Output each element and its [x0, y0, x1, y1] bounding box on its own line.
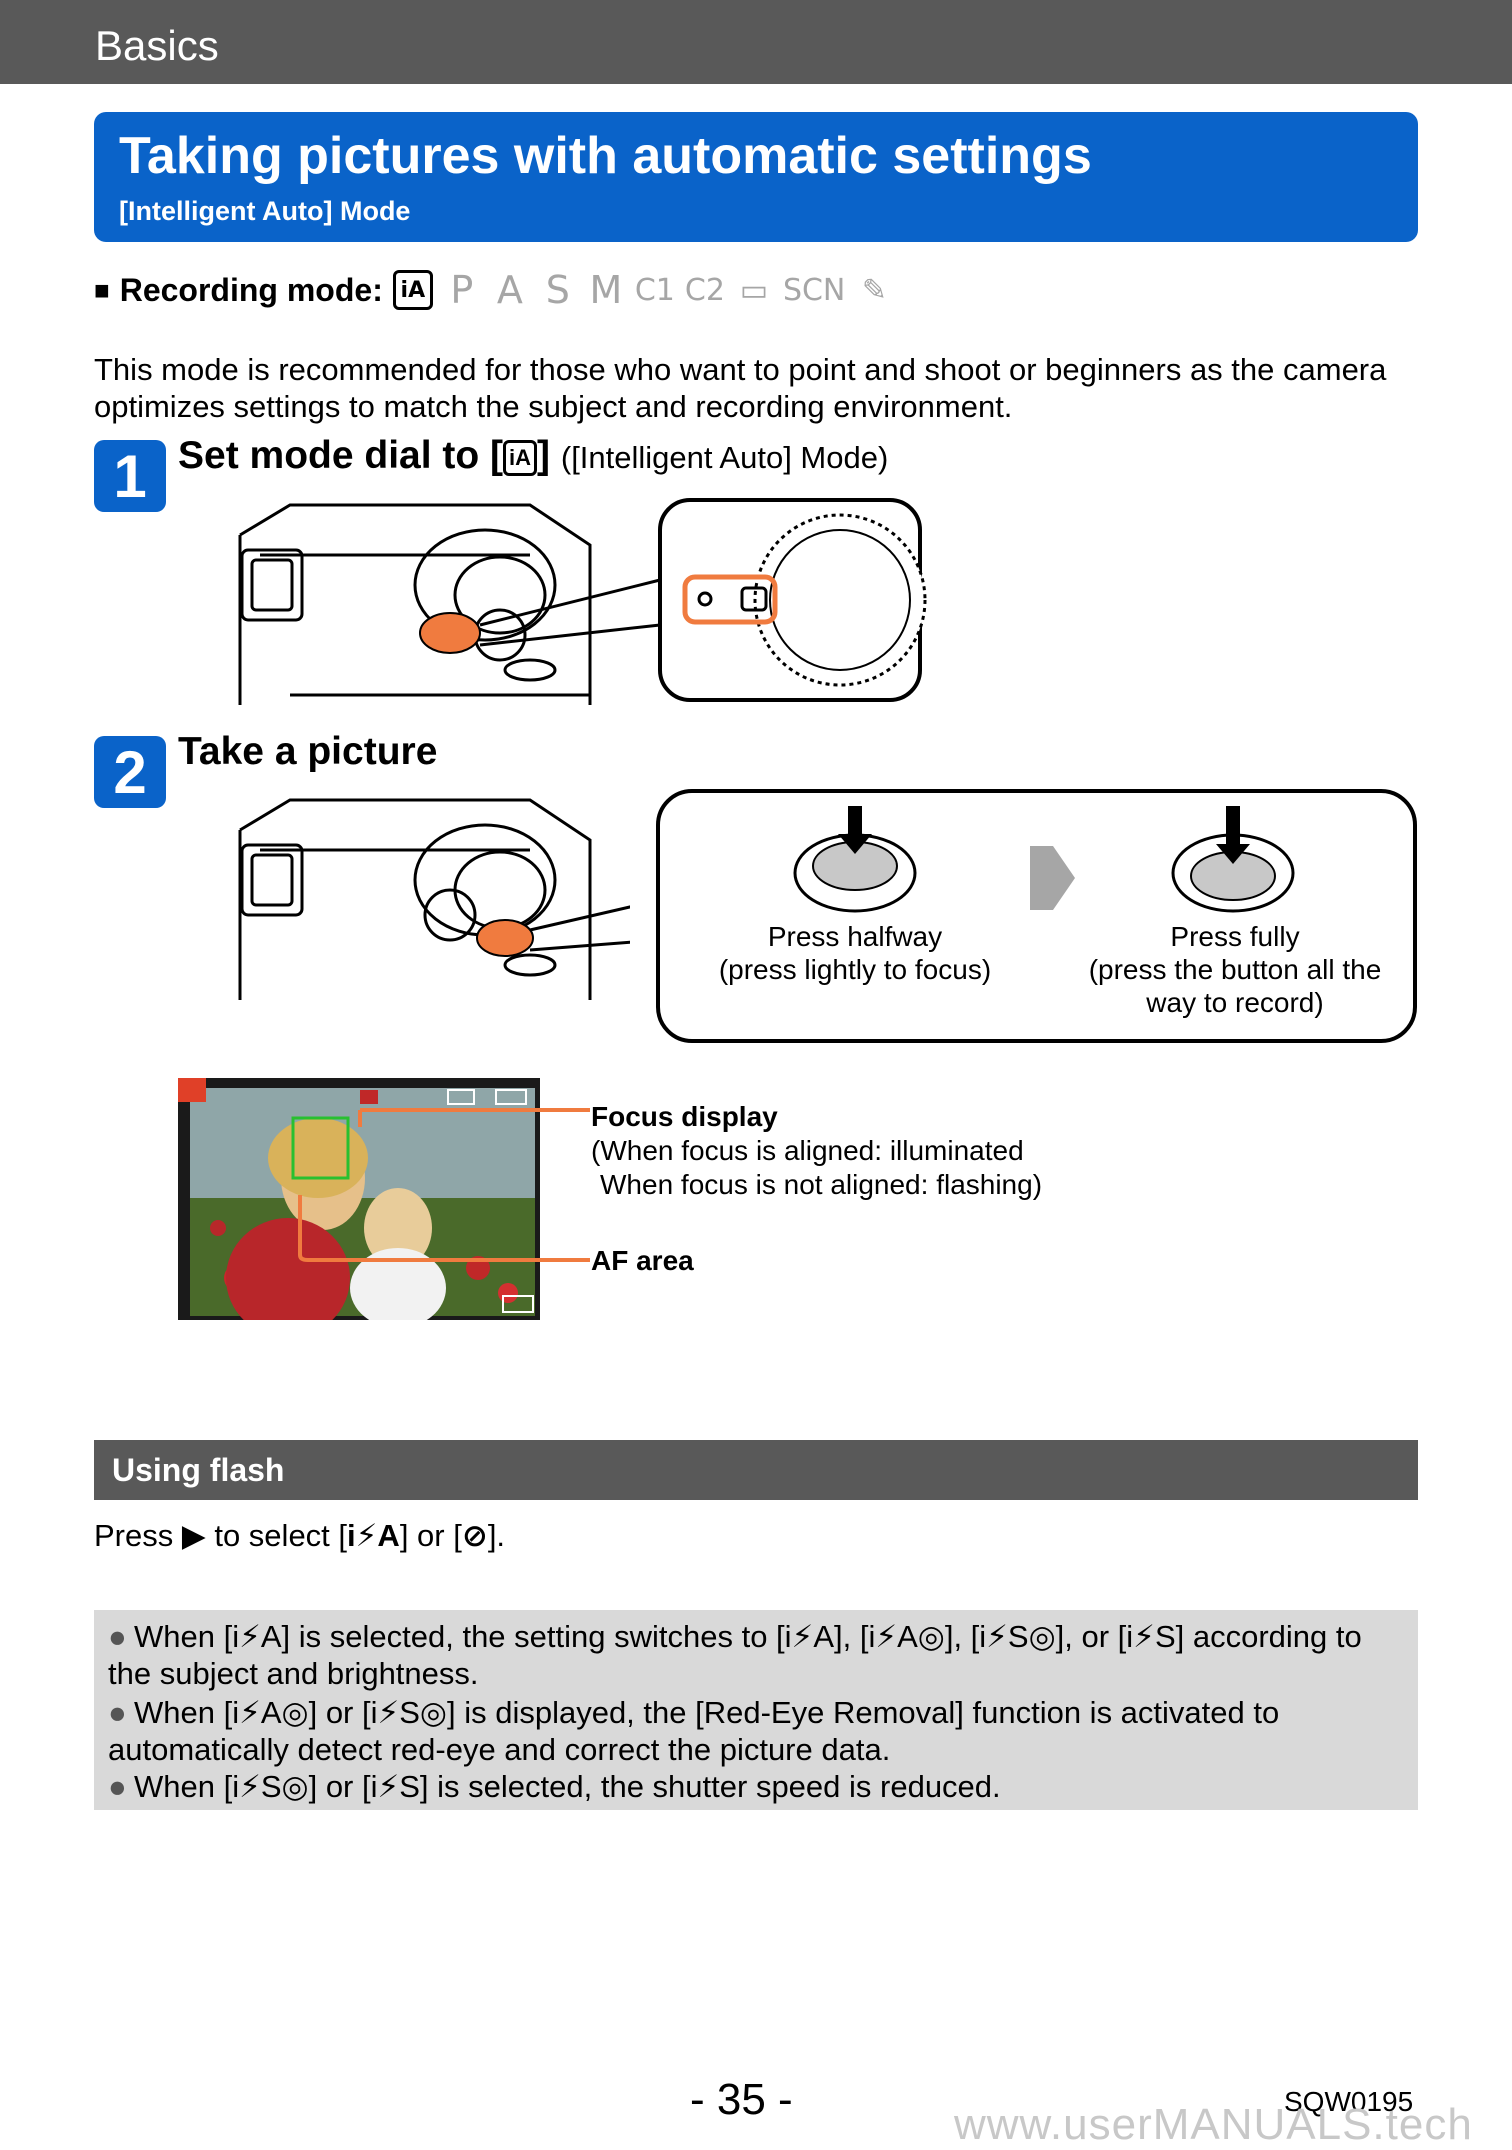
arrow-right-icon: [1030, 846, 1075, 910]
flash-note-1-text: When [i⚡A] is selected, the setting swit…: [108, 1619, 1362, 1691]
page-number: - 35 -: [690, 2075, 793, 2124]
mode-c1-icon: C1: [634, 272, 675, 308]
mode-p-icon: P: [450, 268, 474, 312]
bullet-icon: ●: [108, 1619, 127, 1654]
half-press-sub: (press lightly to focus): [718, 954, 992, 985]
flash-off-icon: ⊘: [461, 1518, 488, 1553]
page-subtitle: [Intelligent Auto] Mode: [119, 196, 411, 226]
press-text: Press: [94, 1518, 174, 1553]
half-press-title: Press halfway: [767, 921, 943, 952]
step-2-title: Take a picture: [178, 730, 438, 773]
right-arrow-icon: ▶: [181, 1518, 206, 1553]
flash-note-3-text: When [i⚡S◎] or [i⚡S] is selected, the sh…: [134, 1769, 1001, 1804]
flash-note-2-text: When [i⚡A◎] or [i⚡S◎] is displayed, the …: [108, 1695, 1280, 1767]
step-1-title-prefix: Set mode dial to [: [178, 434, 504, 477]
bullet-icon: ●: [108, 1695, 127, 1730]
page-title: Taking pictures with automatic settings: [119, 127, 1092, 185]
full-press-caption: Press fully (press the button all the wa…: [1075, 920, 1395, 1019]
focus-display-label: Focus display: [591, 1101, 778, 1132]
mode-scn-icon: SCN: [782, 272, 846, 308]
flash-note-2: ●When [i⚡A◎] or [i⚡S◎] is displayed, the…: [108, 1694, 1408, 1768]
mode-panorama-icon: ▭: [739, 272, 769, 308]
flash-indicator-icon: [360, 1090, 378, 1104]
recording-mode-label: Recording mode:: [119, 271, 383, 308]
flash-instruction: Press ▶ to select [i⚡A] or [⊘].: [94, 1518, 505, 1554]
or-text: ] or [: [399, 1518, 462, 1553]
shutter-press-panel: [656, 789, 1417, 1043]
shots-remaining-icon: [502, 1295, 534, 1313]
top-bar: Basics: [0, 0, 1512, 84]
mode-creative-icon: ✎: [861, 272, 887, 308]
mode-ia-icon: iA: [392, 270, 433, 310]
step-1-title-suffix: ]: [537, 434, 551, 477]
select-text: to select [: [214, 1518, 348, 1553]
title-banner: Taking pictures with automatic settings …: [94, 112, 1418, 242]
flash-note-1: ●When [i⚡A] is selected, the setting swi…: [108, 1618, 1408, 1692]
focus-display-line-1: (When focus is aligned: illuminated: [591, 1135, 1024, 1166]
stabilizer-icon: [447, 1089, 475, 1105]
battery-icon: [495, 1089, 527, 1105]
af-area-label: AF area: [591, 1245, 694, 1276]
recording-mode-row: ■ Recording mode: iA P A S M C1 C2 ▭ SCN…: [94, 267, 893, 313]
camera-shutter-illustration: [238, 798, 630, 1000]
step-1-note: ([Intelligent Auto] Mode): [560, 440, 889, 475]
ia-mode-icon: iA: [503, 439, 538, 476]
full-press-sub-1: (press the button all the: [1088, 954, 1382, 985]
using-flash-title: Using flash: [112, 1452, 285, 1488]
lcd-preview-photo: [178, 1078, 540, 1320]
mode-a-icon: A: [496, 268, 523, 312]
mode-m-icon: M: [589, 268, 623, 312]
focus-display-callout: Focus display (When focus is aligned: il…: [591, 1100, 1042, 1202]
step-1-badge: 1: [94, 440, 166, 512]
section-label: Basics: [95, 22, 219, 69]
half-press-caption: Press halfway (press lightly to focus): [705, 920, 1005, 986]
half-press-icon: [793, 806, 917, 913]
document-code: SQW0195: [1284, 2086, 1414, 2117]
mode-s-icon: S: [545, 268, 570, 312]
mode-c2-icon: C2: [684, 272, 725, 308]
focus-display-line-2: When focus is not aligned: flashing): [600, 1169, 1043, 1200]
square-bullet-icon: ■: [94, 274, 110, 305]
af-frame: [291, 1116, 350, 1180]
ia-indicator-icon: [178, 1078, 206, 1102]
full-press-sub-2: way to record): [1146, 987, 1324, 1018]
flash-auto-icon: i⚡A: [347, 1518, 400, 1553]
flash-notes-box: ●When [i⚡A] is selected, the setting swi…: [94, 1610, 1418, 1810]
watermark: www.userMANUALS.tech: [954, 2100, 1473, 2149]
intro-text: This mode is recommended for those who w…: [94, 352, 1387, 424]
using-flash-header: Using flash: [94, 1440, 1418, 1500]
callout-lines: [298, 1108, 590, 1262]
af-area-callout: AF area: [591, 1244, 694, 1278]
end-text: ].: [487, 1518, 506, 1553]
full-press-title: Press fully: [1170, 921, 1300, 952]
step-2-badge: 2: [94, 736, 166, 808]
camera-mode-dial-illustration: [238, 498, 927, 705]
flash-note-3: ●When [i⚡S◎] or [i⚡S] is selected, the s…: [108, 1768, 1408, 1805]
bullet-icon: ●: [108, 1769, 127, 1804]
full-press-icon: [1171, 806, 1295, 913]
step-1-title: Set mode dial to [iA] ([Intelligent Auto…: [178, 434, 888, 478]
